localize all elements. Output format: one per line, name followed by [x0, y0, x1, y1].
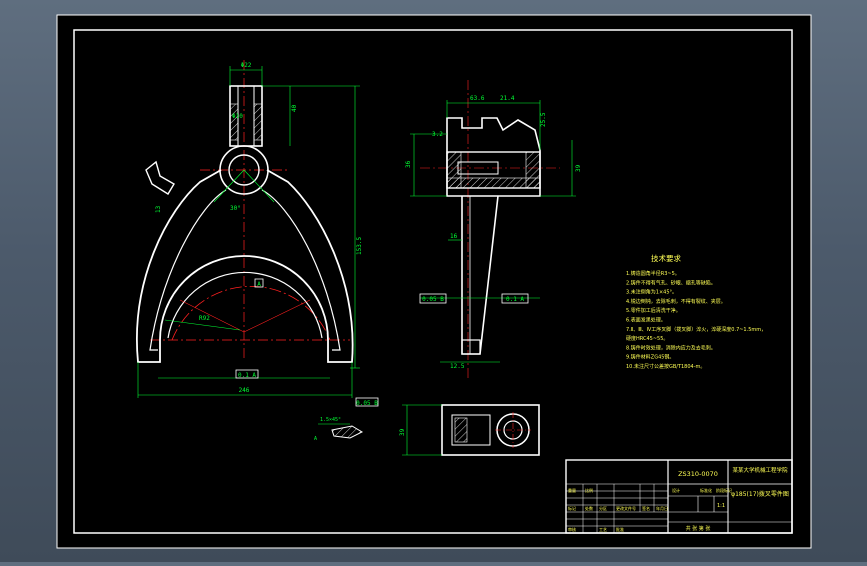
- tech-note-line: 2.铸件不得有气孔、砂眼、缩孔等缺陷。: [626, 279, 716, 286]
- tol-frame-front: 0.1 A: [238, 372, 256, 379]
- tol-frame-base: 0.05 B: [356, 400, 378, 407]
- dim-text-13: 13: [155, 205, 162, 213]
- dim-text-40: 40: [291, 104, 298, 112]
- shank-hatch-right: [253, 103, 263, 141]
- side-dim-b: 21.4: [500, 95, 515, 102]
- boss-bore: [228, 154, 260, 186]
- title-block-cell: 工艺: [599, 527, 607, 532]
- title-block-cell: 比例: [585, 487, 593, 493]
- side-tol-left: 0.05 B: [422, 296, 444, 303]
- tech-note-line: 4.锐边倒钝，去除毛刺，不得有裂纹、夹层。: [626, 298, 726, 305]
- title-block-cell: 分区: [599, 505, 607, 511]
- datum-a-front: A: [257, 281, 261, 288]
- tech-note-line: 1.铸造圆角半径R3~5。: [626, 270, 680, 277]
- front-view: A 0.1 A 0.05 B Φ22 40 153.5 246 R92 30° …: [136, 60, 379, 442]
- tech-note-line: 8.铸件时效处理，消除内应力及去毛刺。: [626, 344, 716, 351]
- dim-text-153: 153.5: [356, 237, 363, 255]
- title-block: [565, 459, 793, 534]
- side-dim-w: 39: [575, 164, 582, 172]
- dim-text-shank: Φ10: [232, 113, 243, 120]
- tech-note-line: 硬度HRC45~55。: [626, 335, 668, 342]
- top-view-dim: 39: [399, 428, 406, 436]
- side-rough-2: 12.5: [450, 363, 465, 370]
- title-block-cell: 重量: [568, 487, 576, 493]
- shank-hatch-left: [229, 103, 239, 141]
- tech-note-line: 10.未注尺寸公差按GB/T1804-m。: [626, 363, 705, 370]
- tech-heading: 技术要求: [651, 253, 681, 263]
- fork-center-arc: [171, 286, 331, 341]
- radial-line-2: [243, 299, 311, 333]
- chamfer-text: 1.5×45°: [320, 417, 341, 423]
- detail-label: A: [314, 436, 317, 442]
- scale-value: 1:1: [717, 503, 725, 509]
- dim-text-246: 246: [239, 387, 250, 394]
- drawing-code: ZS310-0070: [678, 470, 718, 478]
- radial-line-1: [179, 299, 245, 333]
- inner-frame: [73, 29, 793, 534]
- tech-note-line: 5.零件加工后清洗干净。: [626, 307, 681, 314]
- fork-outer-outline: [136, 169, 354, 363]
- title-block-cell: 设计: [672, 487, 680, 493]
- section-detail-small: 1.5×45° A: [314, 417, 364, 442]
- hook-detail: [145, 160, 175, 195]
- title-block-row1: 标记 处数分区 更改文件号签名年月日: [568, 505, 668, 511]
- side-rough: 3.2: [432, 131, 443, 138]
- side-tol-right: 0.1 A: [506, 296, 524, 303]
- dim-text-top: Φ22: [241, 62, 252, 69]
- title-block-cell: 阶段标记: [716, 487, 732, 493]
- part-name: φ185(17)拨叉零件图: [731, 490, 789, 498]
- tech-note-line: 3.未注倒角为1×45°。: [626, 289, 677, 296]
- title-block-cell: 审核: [568, 526, 576, 532]
- title-block-cell: 签名: [642, 505, 650, 511]
- fork-inner-left: [149, 189, 227, 351]
- tech-note-line: 6.表面发黑处理。: [626, 317, 666, 324]
- side-dim-a: 63.6: [470, 95, 485, 102]
- outer-frame: [56, 14, 812, 549]
- title-block-cell: 年月日: [656, 505, 668, 511]
- tech-note-line: 7.Ⅱ、Ⅲ、Ⅳ工序叉脚（拨叉脚）淬火，淬硬深度0.7~1.5mm，: [626, 326, 766, 333]
- tech-notes: 1.铸造圆角半径R3~5。 2.铸件不得有气孔、砂眼、缩孔等缺陷。 3.未注倒角为1…: [626, 270, 766, 370]
- title-block-cell: 更改文件号: [616, 505, 636, 511]
- company-name: 某某大学机械工程学院: [732, 466, 788, 474]
- side-thick: 16: [450, 233, 458, 240]
- side-dim-h: 36: [405, 160, 412, 168]
- fork-inner-right: [261, 189, 341, 351]
- side-view: 63.6 21.4 36 39 25.5 3.2 16 12.5 0.05 B …: [405, 80, 582, 380]
- fork-inner-arc: [167, 271, 323, 339]
- dim-text-30: 30°: [230, 205, 241, 212]
- dim-text-r: R92: [199, 315, 210, 322]
- top-view: 39: [399, 404, 540, 456]
- title-block-row3: 审核 工艺 批准: [568, 526, 624, 532]
- tech-requirements: 技术要求 1.铸造圆角半径R3~5。 2.铸件不得有气孔、砂眼、缩孔等缺陷。 3.未…: [626, 253, 766, 370]
- top-view-outline: [441, 404, 540, 456]
- side-dim-top: 25.5: [540, 112, 547, 127]
- title-block-row2: 设计 标准化阶段标记 重量 比例: [568, 487, 732, 493]
- title-block-cell: 处数: [585, 505, 593, 511]
- title-block-cell: 批准: [616, 526, 624, 532]
- title-block-cell: 标准化: [700, 487, 712, 493]
- sheet-count: 共 张 第 张: [686, 525, 711, 532]
- title-block-cell: 标记: [568, 505, 576, 511]
- tech-note-line: 9.铸件材料ZG45钢。: [626, 354, 674, 361]
